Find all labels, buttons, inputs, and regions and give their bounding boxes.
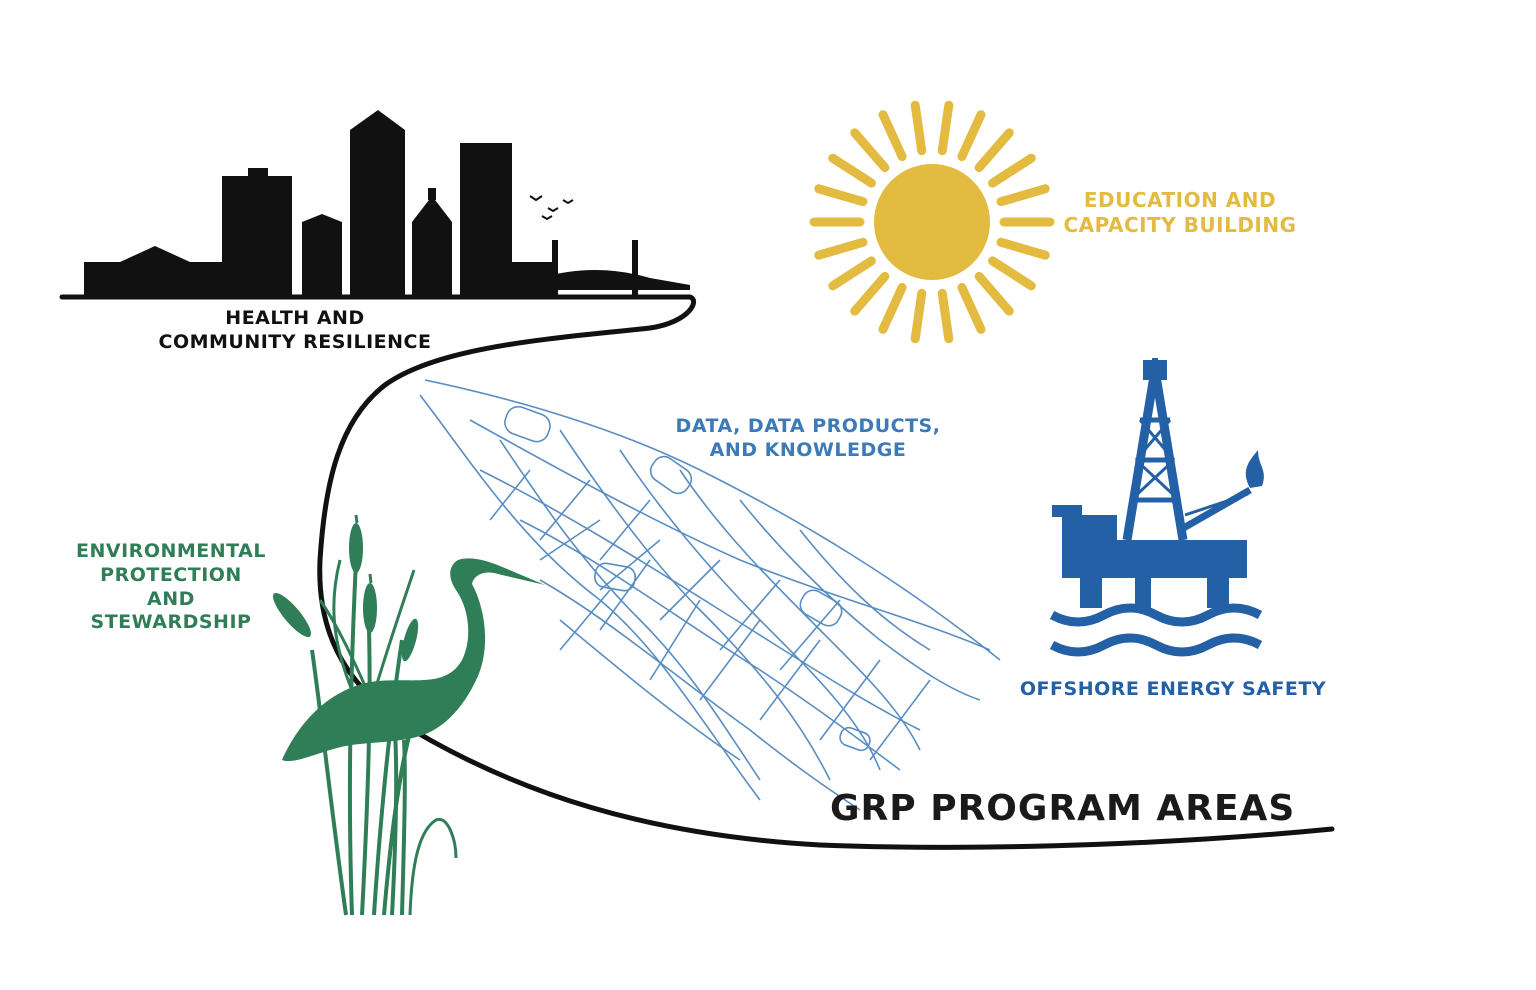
education-capacity-label-line: EDUCATION AND [1083, 188, 1277, 212]
sun-ray [937, 100, 954, 156]
sun-ray [974, 271, 1014, 316]
sun-ray [828, 256, 876, 291]
city-skyline-icon [84, 110, 690, 297]
environmental-protection-label-line: AND [147, 587, 195, 610]
sun-ray [910, 288, 927, 344]
sun-ray [878, 282, 907, 334]
sun-icon [809, 100, 1055, 344]
sun-ray [814, 237, 868, 260]
environmental-protection-label: ENVIRONMENTAL PROTECTION AND STEWARDSHIP [56, 540, 286, 635]
sun-ray [988, 256, 1036, 291]
offshore-energy-label: OFFSHORE ENERGY SAFETY [1003, 678, 1343, 702]
health-community-label-line: HEALTH AND [225, 307, 365, 329]
fishing-net-icon [419, 379, 1001, 811]
environmental-protection-label-line: STEWARDSHIP [90, 611, 252, 634]
sun-ray [957, 282, 986, 334]
sun-ray [828, 153, 876, 188]
sun-ray [850, 128, 890, 173]
health-community-label: HEALTH AND COMMUNITY RESILIENCE [140, 307, 450, 355]
sun-ray [988, 153, 1036, 188]
egret-cattails-icon [272, 514, 545, 916]
oil-rig-icon [1049, 358, 1264, 657]
sun-ray [850, 271, 890, 316]
sun-ray [996, 237, 1050, 260]
sun-ray [937, 288, 954, 344]
sun-ray [957, 110, 986, 162]
road-line [59, 294, 1335, 850]
education-capacity-label-line: CAPACITY BUILDING [1063, 213, 1297, 237]
sun-ray [878, 110, 907, 162]
data-knowledge-label-line: DATA, DATA PRODUCTS, [675, 415, 941, 437]
sun-ray [814, 184, 868, 207]
sun-ray [974, 128, 1014, 173]
offshore-energy-label-line: OFFSHORE ENERGY SAFETY [1019, 678, 1327, 700]
environmental-protection-label-line: ENVIRONMENTAL [76, 540, 266, 562]
program-areas-title: GRP PROGRAM AREAS [830, 788, 1296, 829]
data-knowledge-label: DATA, DATA PRODUCTS, AND KNOWLEDGE [648, 415, 968, 463]
education-capacity-label: EDUCATION AND CAPACITY BUILDING [1045, 188, 1315, 238]
environmental-protection-label-line: PROTECTION [100, 563, 242, 586]
sun-ray [910, 100, 927, 156]
data-knowledge-label-line: AND KNOWLEDGE [709, 438, 907, 461]
health-community-label-line: COMMUNITY RESILIENCE [158, 330, 432, 353]
sun-ray [996, 184, 1050, 207]
